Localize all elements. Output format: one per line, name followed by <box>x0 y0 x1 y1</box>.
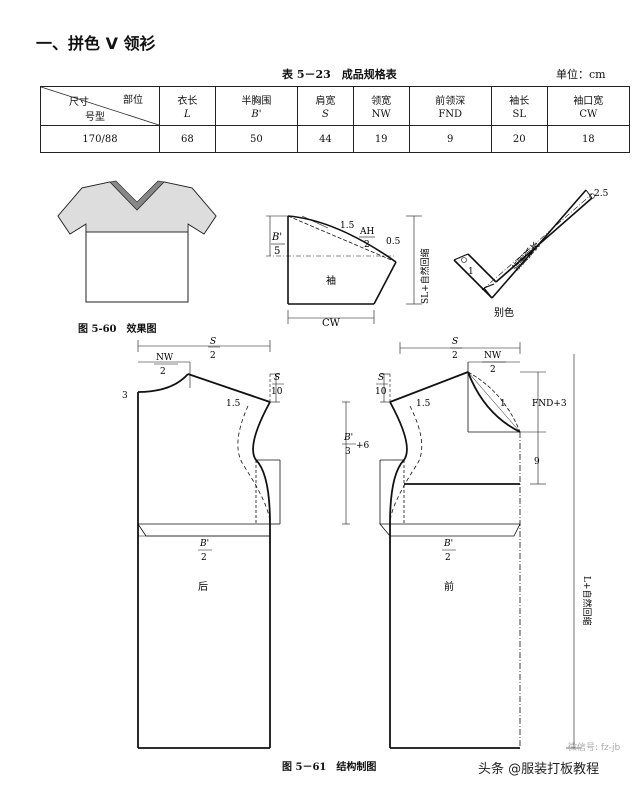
back-b-den: 2 <box>201 553 207 563</box>
cell-value: 20 <box>490 125 548 153</box>
sleeve-label: 袖 <box>326 274 336 287</box>
watermark: 头条 @服装打板教程 <box>478 762 600 777</box>
cell-size: 170/88 <box>40 125 160 153</box>
front-nw: NW <box>484 351 502 361</box>
sleeve-cw: CW <box>322 318 341 329</box>
fig61-caption: 图 5－61 结构制图 <box>282 762 377 773</box>
sleeve-1-5: 1.5 <box>340 221 355 231</box>
collar-arc-label: 领围弧长 <box>509 239 542 274</box>
cell-value: 50 <box>214 125 299 153</box>
collar-strip: 2.5 1 领围弧长 别色 <box>453 189 609 319</box>
front-length-label: L+自然回缩 <box>581 576 593 626</box>
sleeve-length-label: SL+自然回缩 <box>419 248 431 304</box>
sleeve-ah: AH <box>359 227 374 237</box>
table-unit: 单位：cm <box>556 68 606 81</box>
front-b: B' <box>443 539 453 549</box>
sleeve-pattern: B' 5 1.5 AH 2 0.5 袖 CW SL+自然回缩 <box>266 215 431 329</box>
cell-value: 18 <box>546 125 631 153</box>
collar-contrast-label: 别色 <box>494 306 514 319</box>
back-1-5: 1.5 <box>226 399 241 409</box>
front-b3: B' <box>343 433 353 443</box>
back-s10-den: 10 <box>271 387 283 397</box>
back-label: 后 <box>198 581 208 593</box>
front-plus6: +6 <box>356 441 370 451</box>
front-s10-den: 10 <box>375 387 387 397</box>
front-s: S <box>452 337 458 347</box>
front-b3-den: 3 <box>345 447 351 457</box>
fig60-caption: 图 5-60 效果图 <box>78 324 157 335</box>
cell-value: 19 <box>352 125 410 153</box>
sleeve-ah-denominator: 2 <box>364 240 370 250</box>
front-9: 9 <box>534 457 540 467</box>
page-title: 一、拼色 V 领衫 <box>36 34 156 53</box>
cell-value: 68 <box>159 125 216 153</box>
collar-1: 1 <box>468 267 474 277</box>
back-nw-den: 2 <box>160 367 166 377</box>
watermark-faint: 微信号: fz-jb <box>568 743 621 753</box>
sleeve-b-denominator: 5 <box>274 246 280 257</box>
table-corner-cell: 部位 尺寸 号型 <box>40 86 160 126</box>
back-b: B' <box>199 539 209 549</box>
table-caption: 表 5－23 成品规格表 <box>282 68 397 81</box>
table-row: 170/88 68 50 44 19 9 20 18 <box>40 125 631 153</box>
back-s10: S <box>274 373 280 383</box>
front-nw-den: 2 <box>490 365 496 375</box>
collar-2-5: 2.5 <box>594 189 609 199</box>
back-s-den: 2 <box>210 351 216 361</box>
front-1: 1 <box>500 399 506 409</box>
cell-value: 9 <box>408 125 492 153</box>
front-b-den: 2 <box>445 553 451 563</box>
back-s: S <box>210 337 216 347</box>
cell-value: 44 <box>297 125 354 153</box>
back-pattern: NW 2 S 2 S 10 3 1.5 B' 2 后 <box>122 337 284 749</box>
front-s-den: 2 <box>452 351 458 361</box>
sleeve-b-numerator: B' <box>271 232 282 243</box>
back-nw: NW <box>156 353 174 363</box>
front-fnd: FND+3 <box>532 399 567 409</box>
corner-label-part: 部位 <box>123 95 143 106</box>
front-1-5: 1.5 <box>416 399 431 409</box>
corner-label-model: 号型 <box>85 112 105 123</box>
tshirt-illustration <box>57 180 217 303</box>
sleeve-0-5: 0.5 <box>386 237 401 247</box>
front-s10: S <box>378 373 384 383</box>
back-3: 3 <box>122 391 128 401</box>
front-label: 前 <box>444 580 454 593</box>
corner-label-size: 尺寸 <box>69 97 89 108</box>
front-pattern: S 2 NW 2 S 10 1.5 1 FND+3 B' 3 +6 9 B' 2… <box>342 337 593 749</box>
